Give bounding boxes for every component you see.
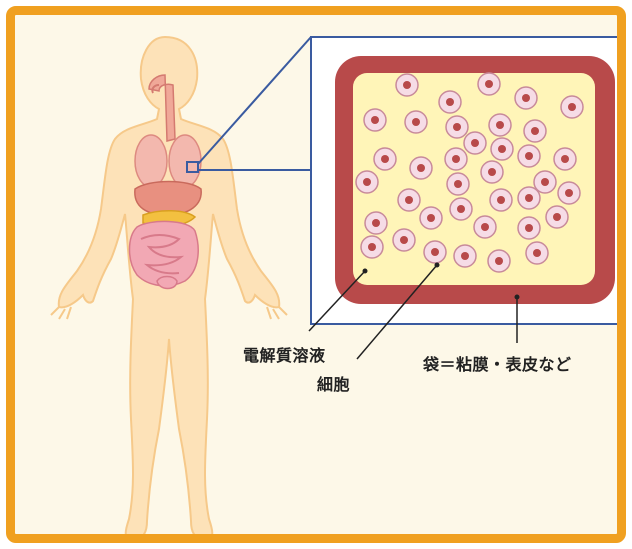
cell bbox=[446, 116, 468, 138]
cell bbox=[464, 132, 486, 154]
left-lung bbox=[135, 135, 167, 187]
cell bbox=[410, 157, 432, 179]
bag-label: 袋＝粘膜・表皮など bbox=[423, 351, 572, 375]
cell bbox=[405, 111, 427, 133]
cell bbox=[356, 171, 378, 193]
cell bbox=[526, 242, 548, 264]
cell bbox=[450, 198, 472, 220]
cell bbox=[454, 245, 476, 267]
human-body-figure bbox=[51, 37, 287, 539]
cell bbox=[447, 173, 469, 195]
cells-label: 細胞 bbox=[317, 371, 350, 395]
cell bbox=[398, 189, 420, 211]
cell bbox=[439, 91, 461, 113]
cell bbox=[424, 241, 446, 263]
cell bbox=[515, 87, 537, 109]
cell bbox=[518, 145, 540, 167]
cell bbox=[393, 229, 415, 251]
cell bbox=[365, 212, 387, 234]
cell bbox=[546, 206, 568, 228]
cell bbox=[474, 216, 496, 238]
cell bbox=[554, 148, 576, 170]
cell bbox=[518, 187, 540, 209]
cell bbox=[490, 189, 512, 211]
cell bbox=[364, 109, 386, 131]
cell bbox=[361, 236, 383, 258]
cell bbox=[420, 207, 442, 229]
cell bbox=[488, 250, 510, 272]
bladder bbox=[157, 277, 177, 289]
cell bbox=[445, 148, 467, 170]
cell bbox=[489, 114, 511, 136]
cell bbox=[481, 161, 503, 183]
electrolyte-label: 電解質溶液 bbox=[243, 342, 326, 366]
cell bbox=[524, 120, 546, 142]
cell bbox=[491, 138, 513, 160]
cell bbox=[374, 148, 396, 170]
diagram-frame: 電解質溶液 細胞 袋＝粘膜・表皮など bbox=[6, 6, 626, 543]
cell bbox=[558, 182, 580, 204]
diagram-canvas bbox=[15, 15, 626, 543]
cell bbox=[478, 73, 500, 95]
cell bbox=[518, 217, 540, 239]
cell bbox=[396, 74, 418, 96]
zoom-connector-top bbox=[198, 37, 311, 164]
cell bbox=[561, 96, 583, 118]
